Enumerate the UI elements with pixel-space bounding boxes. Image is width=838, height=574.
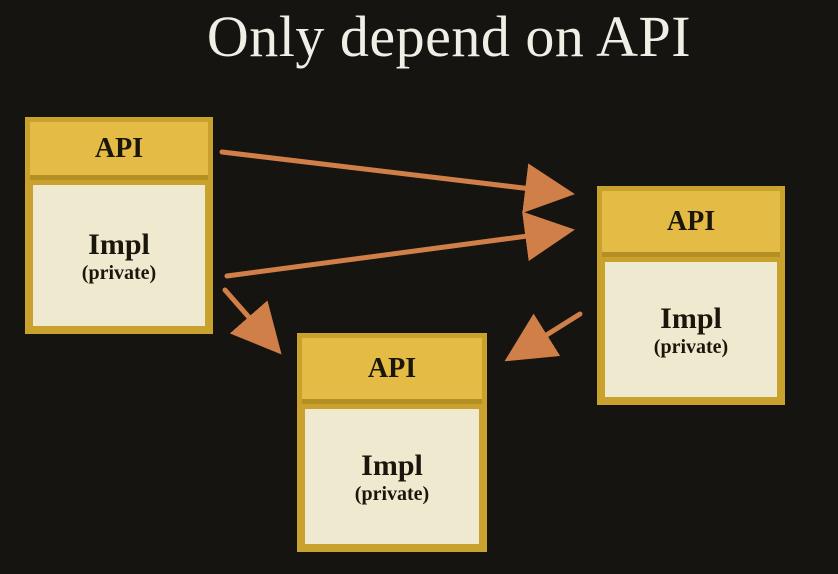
module-bottom-impl-label: Impl — [361, 448, 423, 482]
arrow-right-impl-to-bottom-api — [504, 311, 583, 362]
module-bottom-impl-sublabel: (private) — [354, 482, 430, 505]
arrow-left-impl-to-right-api — [224, 211, 575, 279]
module-left-impl: Impl (private) — [33, 185, 205, 326]
module-bottom-api: API — [302, 338, 482, 404]
module-left-impl-sublabel: (private) — [81, 261, 157, 284]
module-right: API Impl (private) — [597, 186, 785, 405]
module-left-impl-label: Impl — [88, 227, 150, 261]
module-bottom-impl: Impl (private) — [305, 409, 479, 544]
module-right-impl: Impl (private) — [605, 262, 777, 397]
arrow-left-impl-to-bottom-api — [222, 287, 282, 355]
module-left: API Impl (private) — [25, 117, 213, 334]
slide-title: Only depend on API — [206, 4, 692, 69]
module-right-api: API — [602, 191, 780, 257]
module-left-api: API — [30, 122, 208, 180]
module-right-impl-sublabel: (private) — [653, 335, 729, 358]
module-right-impl-label: Impl — [660, 301, 722, 335]
arrow-left-to-right-api — [219, 149, 575, 214]
module-bottom: API Impl (private) — [297, 333, 487, 552]
